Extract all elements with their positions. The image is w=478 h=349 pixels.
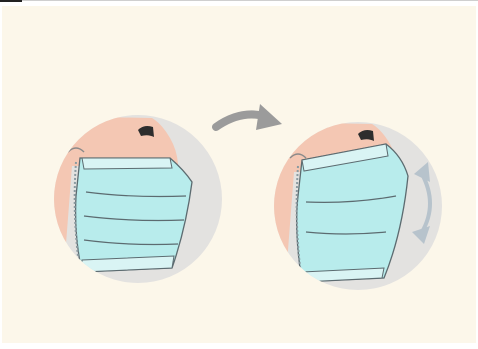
mask-top-binding-before	[82, 158, 172, 169]
top-border	[0, 0, 478, 1]
illustration-canvas	[2, 6, 476, 343]
illustration-panel	[2, 6, 476, 343]
mask-before	[76, 158, 192, 272]
corner-mark	[0, 0, 22, 2]
